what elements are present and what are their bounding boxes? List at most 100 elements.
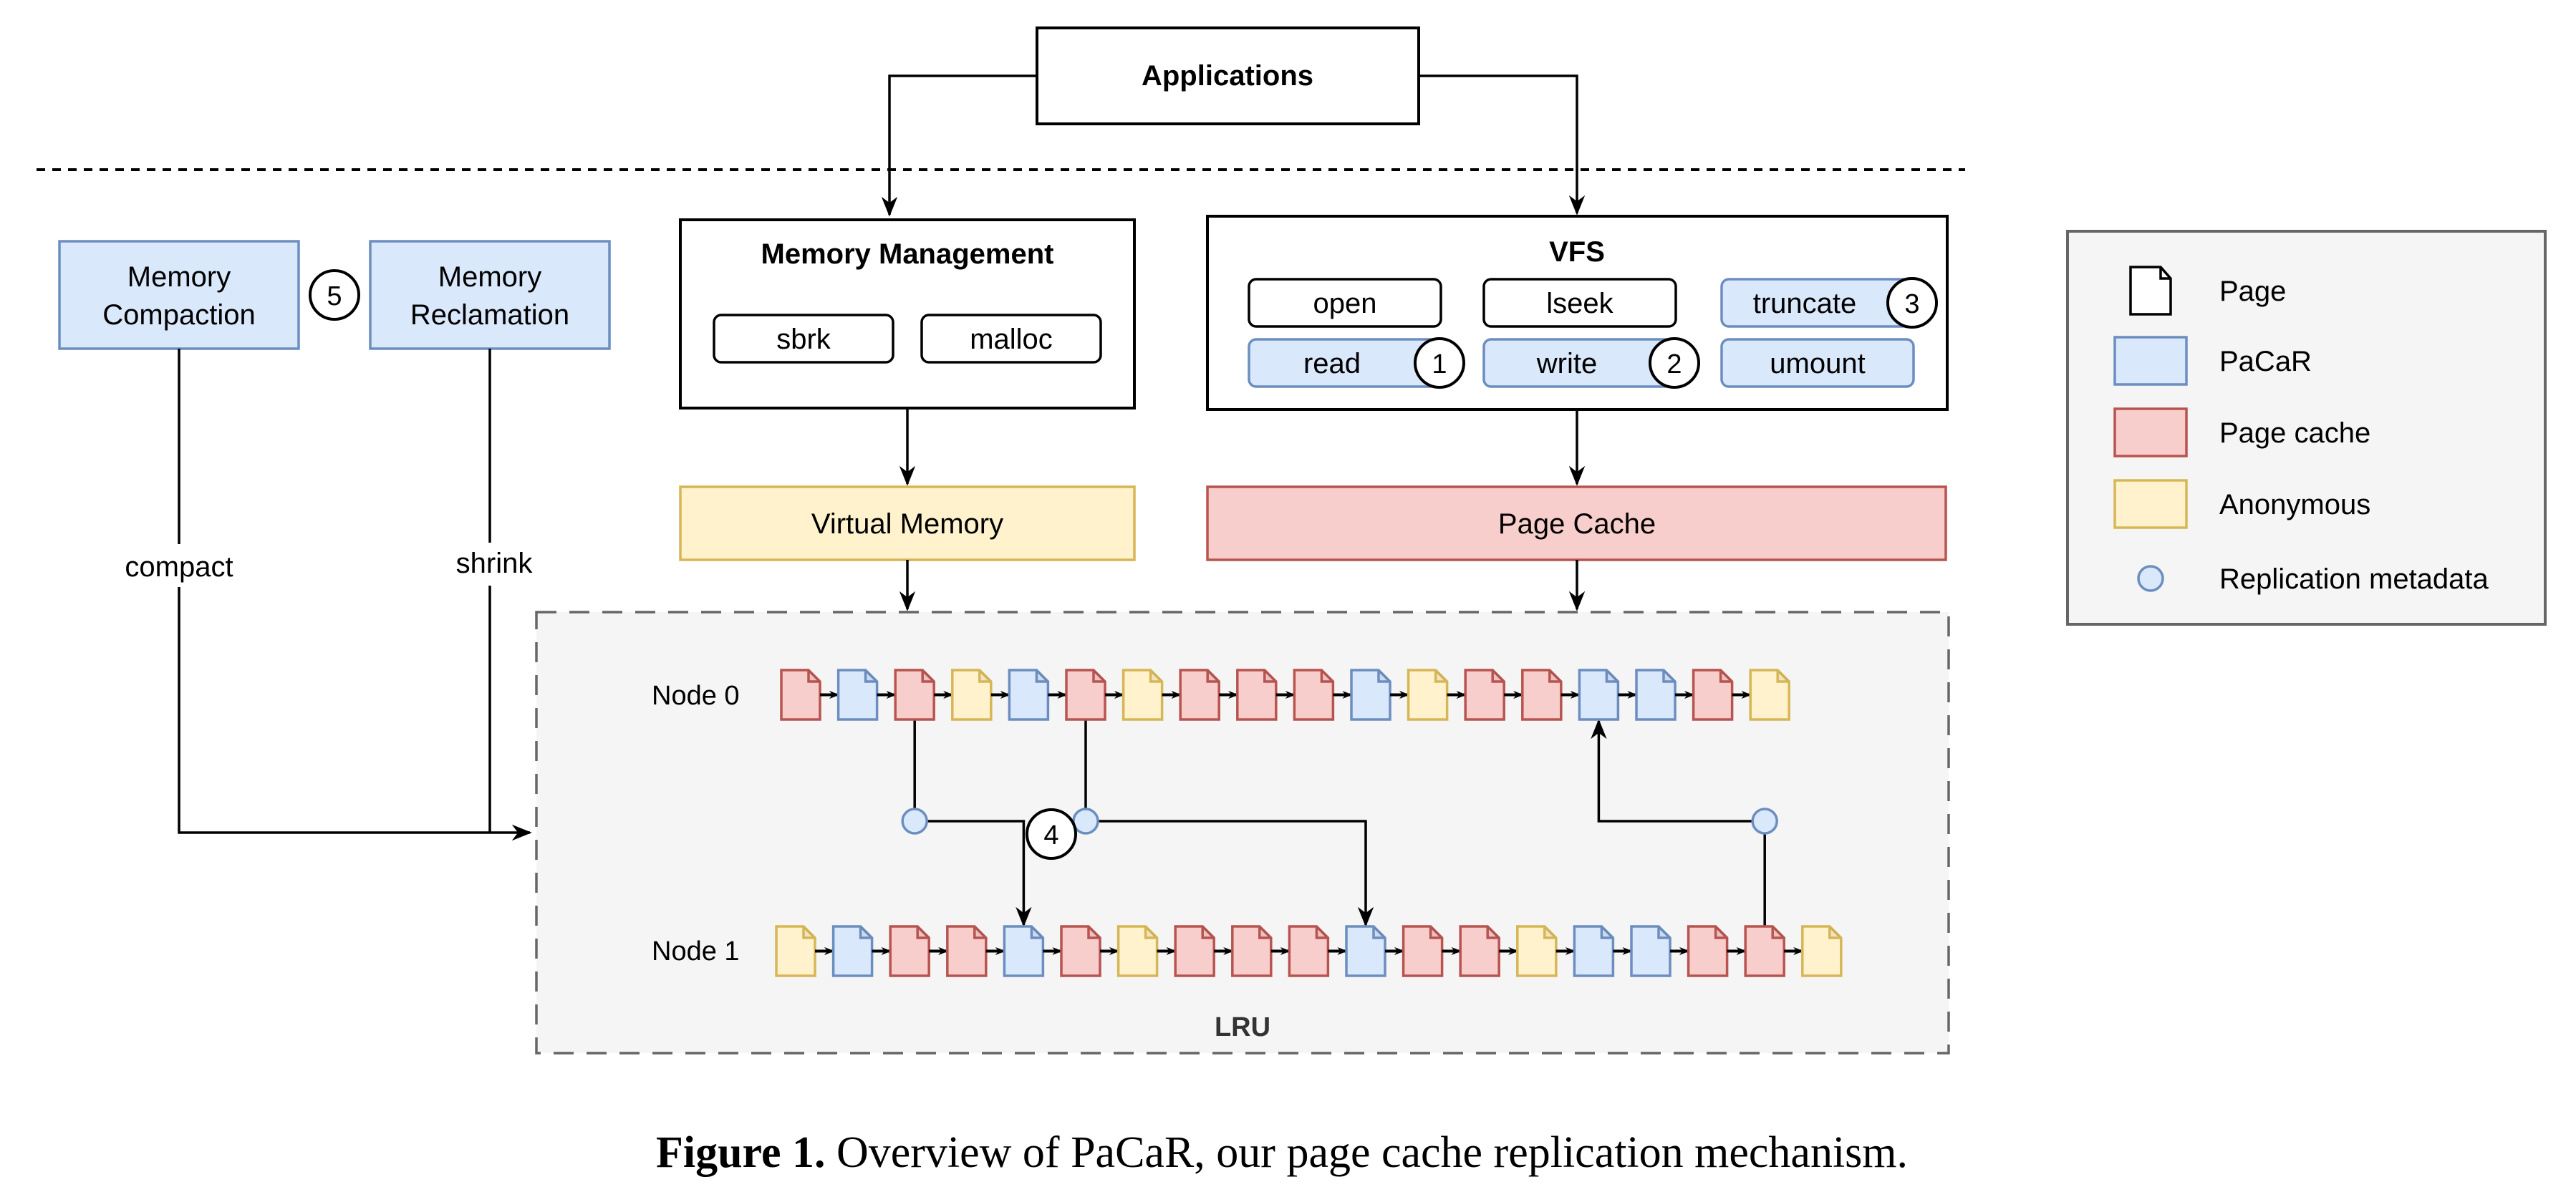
vfs-call-label: write: [1536, 348, 1597, 379]
call-sbrk-label: sbrk: [776, 324, 831, 355]
call-sbrk: [713, 314, 894, 364]
virtual-memory-label: Virtual Memory: [811, 508, 1003, 540]
vfs-call-write: write 2: [1482, 337, 1700, 389]
lru-label: LRU: [1215, 1012, 1270, 1042]
vfs-call-truncate: truncate 3: [1720, 277, 1938, 329]
node-0-page-pacar: [1578, 669, 1620, 721]
node-0-page-pagecache: [1236, 669, 1278, 721]
compact-arrow: [178, 587, 532, 841]
node-0-lru-list: [780, 669, 1790, 721]
anonymous-swatch: [2113, 479, 2188, 529]
node-1-page-pagecache: [1744, 925, 1785, 977]
vfs-call-label: read: [1303, 348, 1361, 379]
replication-link-arrow: [1084, 719, 1374, 927]
node-1-page-anonymous: [1116, 925, 1159, 977]
node-1-page-pacar: [1003, 925, 1045, 977]
call-malloc: [920, 314, 1102, 364]
vfs-call-label: truncate: [1753, 288, 1857, 319]
node-0-page-anonymous: [1407, 669, 1449, 721]
node-1-lru-list: [775, 925, 1843, 977]
legend-label: Page: [2219, 276, 2286, 307]
vfs-call-label: lseek: [1546, 288, 1613, 319]
legend-item-metadata: Replication metadata: [2137, 563, 2489, 595]
node-0-page-pagecache: [894, 669, 935, 721]
svg-text:1: 1: [1432, 349, 1447, 379]
step-5-badge: 5: [309, 269, 360, 321]
replication-metadata-dot: [1751, 808, 1778, 835]
replication-metadata-dot: [1072, 808, 1099, 835]
node-0-page-pagecache: [1065, 669, 1106, 721]
shrink-label: shrink: [456, 548, 534, 579]
replication-link-arrow: [913, 719, 1032, 927]
node-1-page-pagecache: [1060, 925, 1101, 977]
memory-reclamation-line2: Reclamation: [410, 299, 569, 331]
vfs-call-open: open: [1248, 278, 1442, 328]
memory-compaction-box: Memory Compaction: [58, 240, 300, 350]
vfs-call-label: open: [1313, 288, 1377, 319]
vfs-title: VFS: [1549, 236, 1605, 268]
node-0-page-pagecache: [1293, 669, 1335, 721]
memory-management-title: Memory Management: [761, 238, 1054, 270]
step-2-badge: 2: [1649, 337, 1700, 389]
vfs-box: VFS open lseek truncate 3 read 1 write 2 umount: [1206, 215, 1949, 411]
memory-compaction-line2: Compaction: [102, 299, 255, 331]
legend-label: Replication metadata: [2219, 563, 2489, 595]
node-0-page-pacar: [1350, 669, 1391, 721]
legend-label: Page cache: [2219, 417, 2370, 449]
node-0-page-pagecache: [1179, 669, 1220, 721]
vfs-call-lseek: lseek: [1482, 278, 1677, 328]
call-malloc-label: malloc: [970, 324, 1053, 355]
applications-label: Applications: [1142, 60, 1313, 92]
legend-label: Anonymous: [2219, 489, 2370, 520]
compact-label: compact: [125, 551, 233, 583]
node-0-page-pagecache: [1521, 669, 1563, 721]
figure-caption: Figure 1. Overview of PaCaR, our page ca…: [656, 1128, 1908, 1177]
pagecache-swatch: [2113, 407, 2188, 457]
node-0-page-pagecache: [1692, 669, 1734, 721]
caption-label: Figure 1.: [656, 1128, 826, 1177]
step-4-badge: 4: [1026, 808, 1077, 860]
arrow-app-to-vfs: [1419, 74, 1586, 215]
node-1-page-pacar: [831, 925, 874, 977]
node-1-page-pagecache: [1174, 925, 1215, 977]
node-0-page-pacar: [836, 669, 879, 721]
page-icon: [2129, 266, 2172, 316]
node-1-page-pagecache: [1687, 925, 1729, 977]
legend-item-anonymous: Anonymous: [2113, 479, 2370, 529]
node-1-page-pagecache: [1402, 925, 1444, 977]
node-1-page-pacar: [1345, 925, 1386, 977]
legend-item-pagecache: Page cache: [2113, 407, 2370, 457]
memory-management-box: Memory Management sbrk malloc: [679, 218, 1136, 410]
applications-box: Applications: [1036, 26, 1420, 125]
caption-text: Overview of PaCaR, our page cache replic…: [836, 1128, 1908, 1177]
node-0-label: Node 0: [652, 681, 740, 711]
step-1-badge: 1: [1414, 337, 1465, 389]
page-cache-label: Page Cache: [1498, 508, 1656, 540]
node-0-page-pacar: [1635, 669, 1677, 721]
node-1-label: Node 1: [652, 936, 740, 966]
metadata-icon: [2137, 565, 2164, 592]
legend-label: PaCaR: [2219, 346, 2312, 377]
replication-metadata-dot: [901, 808, 928, 835]
node-0-page-pacar: [1008, 669, 1050, 721]
node-1-page-anonymous: [775, 925, 816, 977]
node-0-page-pagecache: [780, 669, 821, 721]
replication-link-arrow: [1591, 719, 1766, 926]
node-1-page-pagecache: [889, 925, 930, 977]
memory-reclamation-box: Memory Reclamation: [369, 240, 611, 350]
virtual-memory-box: Virtual Memory: [679, 485, 1136, 561]
node-1-page-pagecache: [946, 925, 988, 977]
svg-text:Figure 1. Overvi: Figure 1. Overview of PaCaR, our page ca…: [656, 1128, 1908, 1177]
vfs-call-read: read 1: [1248, 337, 1465, 389]
node-0-page-anonymous: [951, 669, 993, 721]
vfs-call-label: umount: [1770, 348, 1865, 379]
node-0-page-anonymous: [1749, 669, 1790, 721]
node-1-page-pagecache: [1231, 925, 1273, 977]
node-0-page-anonymous: [1121, 669, 1164, 721]
step-3-badge: 3: [1886, 277, 1938, 329]
legend-item-page: Page: [2129, 266, 2286, 316]
svg-text:3: 3: [1904, 289, 1919, 319]
pacar-swatch: [2113, 336, 2188, 386]
svg-text:4: 4: [1043, 820, 1058, 851]
